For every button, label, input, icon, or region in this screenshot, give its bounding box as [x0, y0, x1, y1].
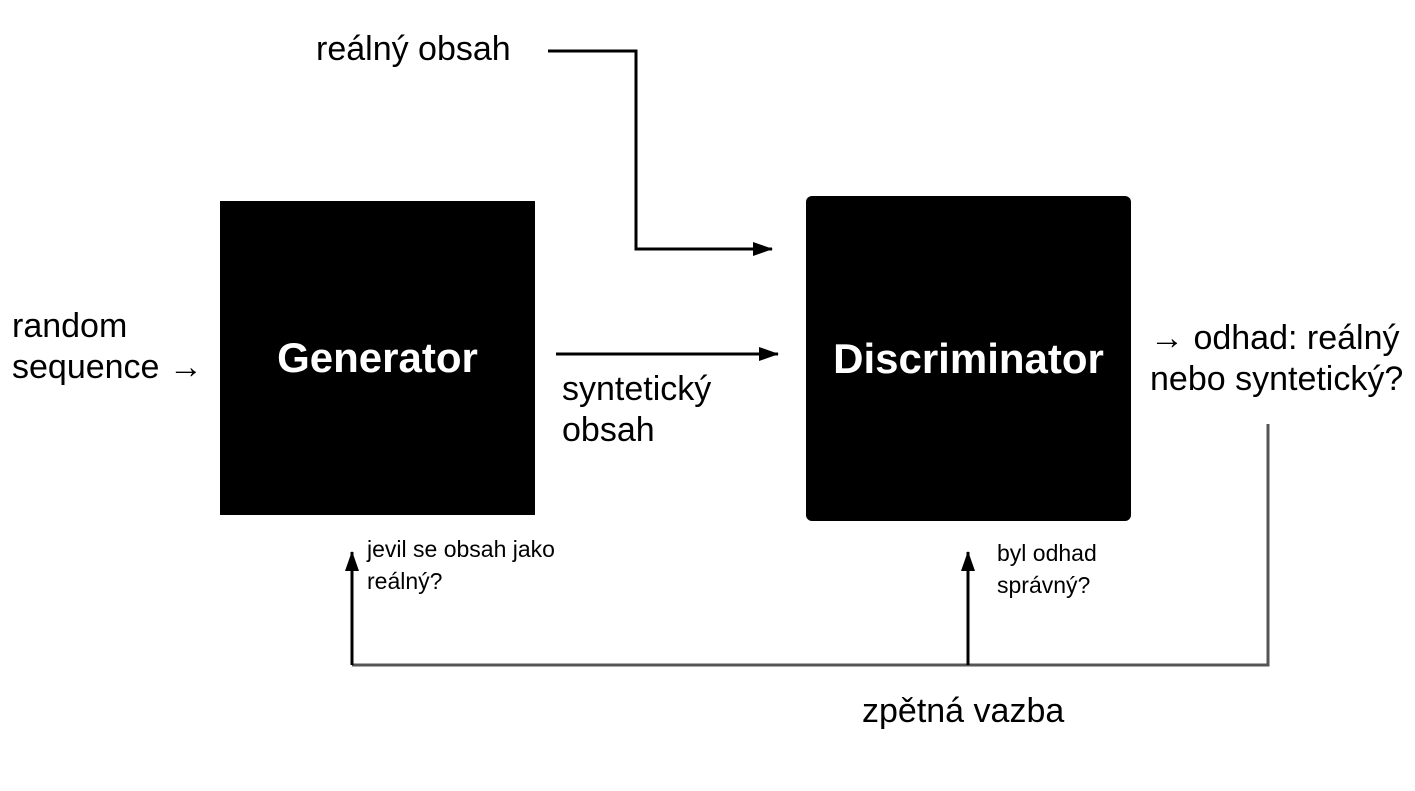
feedback-loop-line	[352, 424, 1270, 667]
synthetic-content-line-2: obsah	[562, 410, 655, 449]
real-content-label: reálný obsah	[316, 30, 511, 68]
synthetic-content-line-1: syntetický	[562, 370, 712, 408]
discriminator-feedback-line-1: byl odhad	[997, 540, 1097, 566]
estimate-label: → odhad: reálný nebo syntetický?	[1150, 318, 1403, 400]
discriminator-feedback-line-2: správný?	[997, 572, 1091, 599]
estimate-line-1: → odhad: reálný	[1150, 319, 1400, 357]
random-sequence-line-1: random	[12, 307, 128, 345]
generator-feedback-line-1: jevil se obsah jako	[367, 536, 555, 562]
discriminator-label: Discriminator	[833, 334, 1104, 382]
feedback-label: zpětná vazba	[862, 692, 1065, 730]
generator-feedback-question: jevil se obsah jako reálný?	[367, 533, 555, 597]
generator-feedback-line-2: reálný?	[367, 568, 443, 595]
synthetic-content-label: syntetický obsah	[562, 369, 711, 451]
generator-label: Generator	[277, 334, 478, 381]
estimate-line-2: nebo syntetický?	[1150, 359, 1404, 398]
generator-box: Generator	[220, 201, 535, 515]
random-sequence-label: random sequence →	[12, 306, 203, 388]
discriminator-box: Discriminator	[806, 196, 1131, 521]
random-sequence-line-2: sequence →	[12, 347, 203, 386]
real-content-arrow	[548, 49, 773, 256]
discriminator-feedback-question: byl odhad správný?	[997, 537, 1097, 601]
